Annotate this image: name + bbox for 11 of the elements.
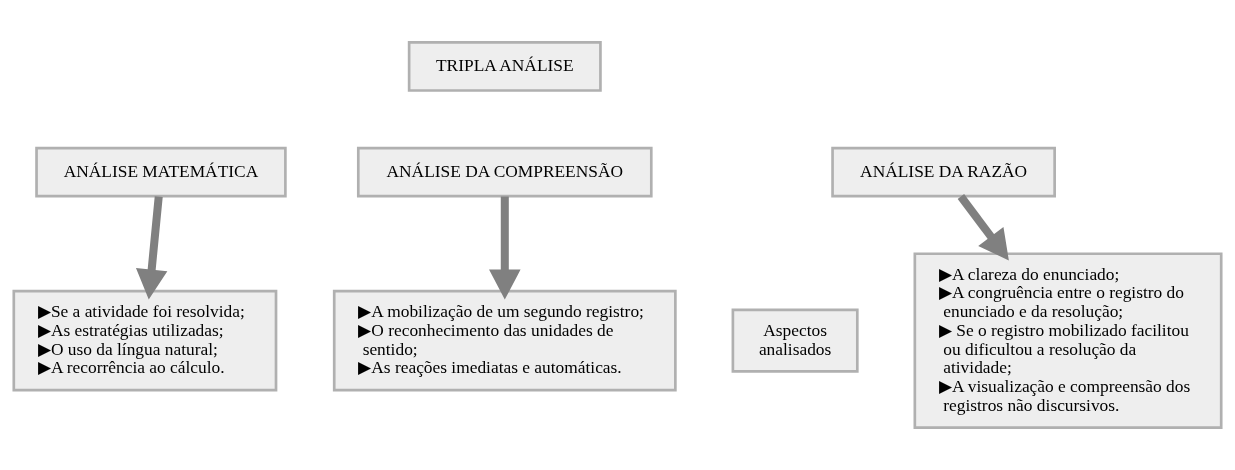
node-box: ▶A clareza do enunciado; ▶A congruência entre o registro do enunciado e da resolução; ▶ Se o registro mobilizado facilitou ou dificultou a resolução da atividade; ▶A visualização e compreensão dos registros não discursivos.	[913, 252, 1223, 429]
node-box: ANÁLISE DA COMPREENSÃO	[356, 146, 653, 198]
arrow	[489, 196, 521, 300]
node-box: TRIPLA ANÁLISE	[407, 41, 602, 92]
node-box: ▶A mobilização de um segundo registro; ▶O reconhecimento das unidades de sentido; ▶As reações imediatas e automáticas.	[332, 289, 677, 392]
node-box: Aspectos analisados	[731, 308, 859, 373]
node-box: ▶Se a atividade foi resolvida; ▶As estratégias utilizadas; ▶O uso da língua natural; ▶A recorrência ao cálculo.	[12, 289, 278, 392]
node-box: ANÁLISE DA RAZÃO	[831, 146, 1056, 198]
arrow	[135, 196, 168, 300]
arrow	[957, 194, 1009, 261]
node-box: ANÁLISE MATEMÁTICA	[35, 146, 287, 198]
